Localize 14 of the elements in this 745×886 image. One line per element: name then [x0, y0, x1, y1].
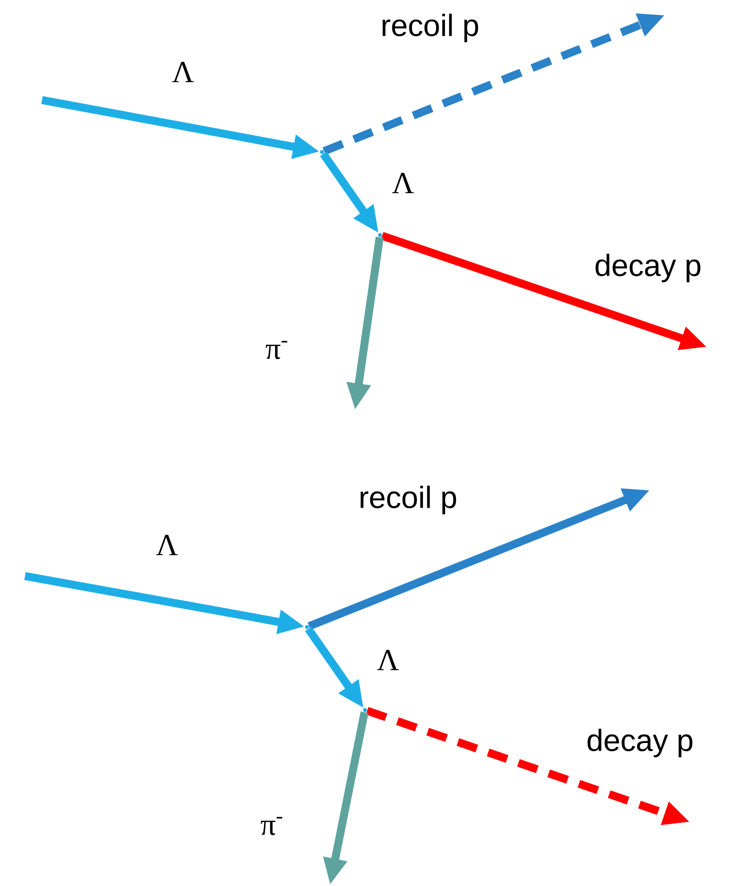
edge-label: decay p — [596, 254, 700, 282]
vertex-point — [363, 708, 367, 712]
edge-label: Λ — [392, 172, 414, 194]
edge-label: π$^{-}$ — [260, 816, 282, 836]
edge-label: Λ — [156, 534, 178, 556]
edge-label: recoil p — [360, 486, 456, 514]
vertex-point — [305, 625, 309, 629]
edge-label: Λ — [377, 650, 399, 670]
edge-label: Λ — [172, 62, 194, 82]
edge-label: π$^{-}$ — [266, 340, 288, 360]
edge-label: decay p — [588, 728, 692, 758]
vertex-point — [320, 150, 324, 154]
edge-label: recoil p — [382, 14, 478, 42]
vertex-point — [378, 233, 382, 237]
